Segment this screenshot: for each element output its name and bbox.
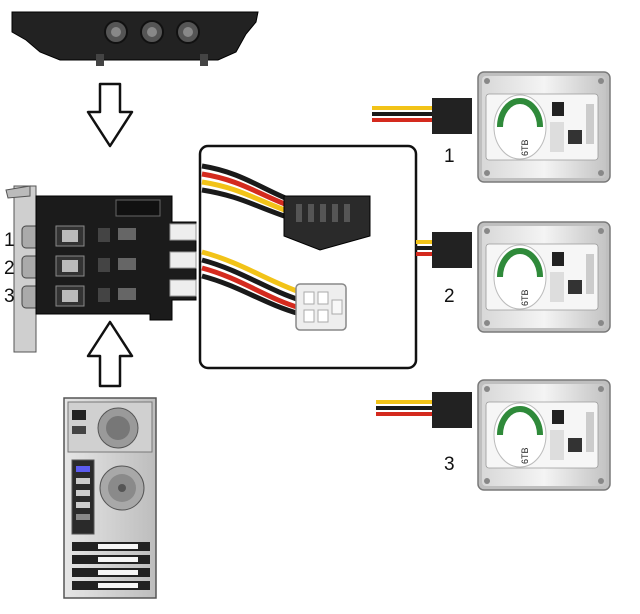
bay-label-2: 2 [4, 258, 15, 279]
hard-drive-1: 6TB [372, 72, 610, 182]
bay-label-3: 3 [4, 286, 15, 307]
drive-label-3: 3 [444, 454, 455, 475]
drive-3-capacity: 6TB [520, 447, 530, 464]
drive-label-1: 1 [444, 146, 455, 167]
connector-detail-box [198, 144, 418, 370]
bay-label-1: 1 [4, 230, 15, 251]
pci-bracket-top [11, 11, 259, 66]
desktop-tower [63, 397, 157, 599]
hot-swap-card [5, 185, 197, 353]
hard-drive-3: 6TB [376, 380, 610, 490]
drive-1-capacity: 6TB [520, 139, 530, 156]
hard-drive-2: 6TB [416, 222, 610, 332]
drive-label-2: 2 [444, 286, 455, 307]
drive-2-capacity: 6TB [520, 289, 530, 306]
arrow-up-icon [86, 320, 134, 388]
arrow-down-icon [86, 82, 134, 148]
